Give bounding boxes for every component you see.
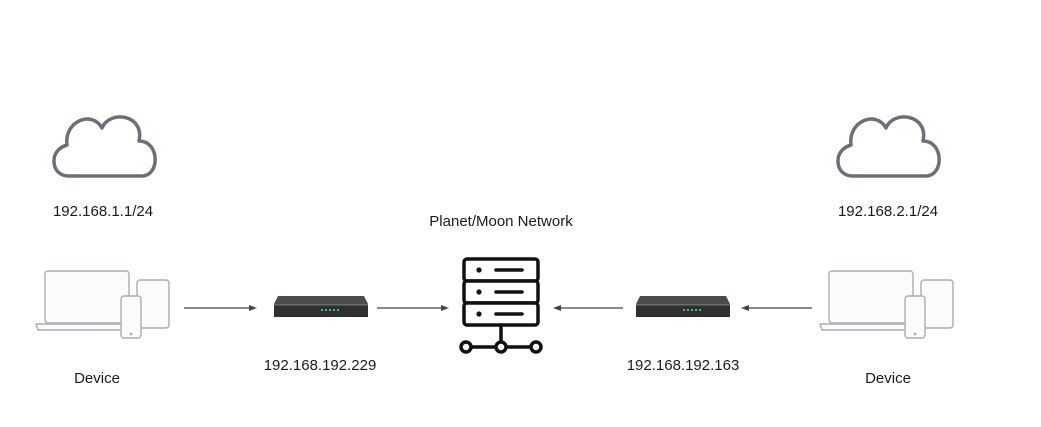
arrow-right-router-to-server: [553, 305, 623, 311]
left-device-label: Device: [74, 370, 120, 387]
right-router-ip-label: 192.168.192.163: [627, 357, 740, 374]
left-router-ip-label: 192.168.192.229: [264, 357, 377, 374]
left-device-icon: [35, 270, 170, 339]
arrow-left-device-to-router: [184, 305, 257, 311]
right-device-icon: [819, 270, 954, 339]
right-device-label: Device: [865, 370, 911, 387]
server-network-icon: [459, 257, 543, 354]
right-router-icon: [636, 296, 730, 317]
right-cloud-icon: [836, 115, 941, 178]
right-cloud-subnet-label: 192.168.2.1/24: [838, 203, 938, 220]
left-cloud-subnet-label: 192.168.1.1/24: [53, 203, 153, 220]
arrow-right-device-to-router: [741, 305, 812, 311]
left-cloud-icon: [52, 115, 157, 178]
network-title: Planet/Moon Network: [429, 213, 573, 230]
arrow-left-router-to-server: [377, 305, 449, 311]
left-router-icon: [274, 296, 368, 317]
